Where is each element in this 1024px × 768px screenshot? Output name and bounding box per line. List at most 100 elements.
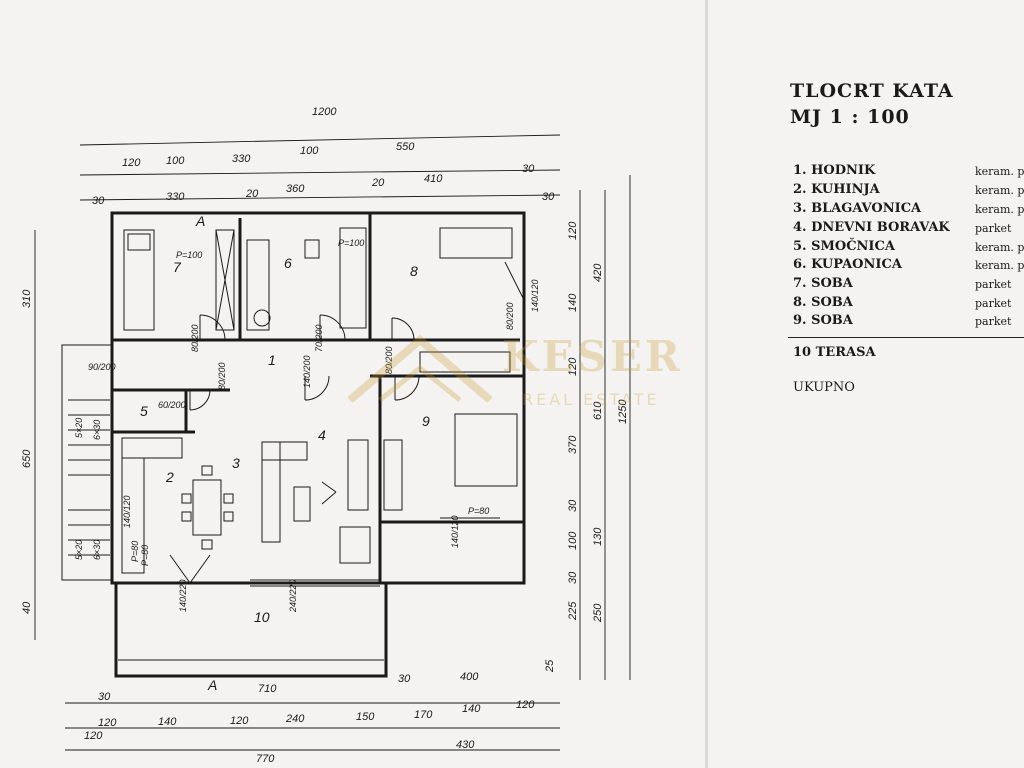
svg-text:P=80: P=80 (468, 506, 489, 516)
floor-plan-drawing: A A 1 2 3 4 5 6 7 8 9 10 1200 120 100 33… (21, 106, 631, 765)
room-finish: parket (975, 278, 1012, 291)
svg-text:P=100: P=100 (176, 250, 202, 260)
svg-text:30: 30 (567, 499, 579, 512)
svg-text:240/220: 240/220 (288, 579, 298, 613)
plan-title: TLOCRT KATA (790, 80, 954, 102)
svg-text:80/200: 80/200 (384, 346, 394, 374)
svg-text:710: 710 (258, 683, 277, 695)
svg-text:P=100: P=100 (338, 238, 364, 248)
legend-row: 3. BLAGAVONICA keram. p (793, 201, 1024, 219)
svg-text:100: 100 (567, 531, 579, 550)
room-finish: parket (975, 315, 1012, 328)
room-number-10: 10 (254, 609, 270, 625)
keser-real-estate-watermark: KESER REAL ESTATE (340, 330, 700, 430)
svg-text:330: 330 (232, 153, 251, 165)
svg-text:20: 20 (371, 177, 385, 189)
svg-text:1250: 1250 (617, 399, 629, 424)
svg-text:370: 370 (567, 435, 579, 454)
svg-text:140/220: 140/220 (178, 579, 188, 612)
room-label: 8. SOBA (793, 295, 853, 310)
room-number-1: 1 (268, 352, 276, 368)
svg-text:80/200: 80/200 (217, 362, 227, 390)
room-finish: keram. p (975, 241, 1024, 254)
room-label: 3. BLAGAVONICA (793, 201, 922, 216)
svg-text:30: 30 (398, 673, 411, 685)
room-number-7: 7 (173, 259, 182, 275)
svg-text:30: 30 (98, 691, 111, 703)
svg-text:120: 120 (567, 221, 579, 240)
svg-text:30: 30 (542, 191, 555, 203)
svg-text:70/200: 70/200 (314, 324, 324, 352)
svg-text:430: 430 (456, 739, 475, 751)
svg-text:30: 30 (92, 195, 105, 207)
svg-text:6×30: 6×30 (92, 420, 102, 440)
opening-annotations: P=100 P=100 90/200 60/200 80/200 80/200 … (74, 238, 540, 613)
room-label: 7. SOBA (793, 276, 853, 291)
svg-text:25: 25 (544, 659, 556, 673)
svg-text:550: 550 (396, 141, 415, 153)
legend-row: 7. SOBA parket (793, 276, 1011, 294)
scan-fold-line (705, 0, 708, 768)
svg-text:100: 100 (166, 155, 185, 167)
room-finish: keram. p (975, 165, 1024, 178)
room-label: 4. DNEVNI BORAVAK (793, 220, 950, 235)
legend-row: 1. HODNIK keram. p (793, 163, 1024, 181)
svg-text:420: 420 (592, 263, 604, 282)
svg-text:40: 40 (21, 601, 33, 614)
svg-text:120: 120 (567, 357, 579, 376)
section-mark-bottom: A (207, 677, 217, 693)
watermark-name: KESER (502, 332, 683, 381)
room-number-8: 8 (410, 263, 418, 279)
svg-text:610: 610 (592, 401, 604, 420)
svg-text:150: 150 (356, 711, 375, 723)
svg-text:410: 410 (424, 173, 443, 185)
stair-treads (68, 399, 110, 556)
svg-text:225: 225 (567, 601, 579, 621)
legend-row: 9. SOBA parket (793, 313, 1011, 331)
room-number-9: 9 (422, 413, 430, 429)
svg-text:60/200: 60/200 (158, 400, 186, 410)
house-logo-icon (347, 334, 493, 404)
room-number-3: 3 (232, 455, 240, 471)
right-dimensions: 120 140 120 370 30 100 30 225 25 420 610… (544, 221, 629, 673)
svg-text:140: 140 (158, 716, 177, 728)
svg-text:140/120: 140/120 (122, 495, 132, 528)
svg-text:240: 240 (285, 713, 305, 725)
svg-text:650: 650 (21, 449, 33, 468)
legend-divider (788, 337, 1024, 338)
svg-text:170: 170 (414, 709, 433, 721)
section-mark-top: A (195, 213, 205, 229)
svg-text:140/120: 140/120 (530, 279, 540, 312)
total-row: UKUPNO (793, 380, 855, 395)
room-finish: keram. p (975, 259, 1024, 272)
svg-text:140/200: 140/200 (302, 355, 312, 388)
svg-text:250: 250 (592, 603, 604, 623)
room-label: 2. KUHINJA (793, 182, 880, 197)
svg-text:90/200: 90/200 (88, 362, 116, 372)
top-dimensions: 1200 120 100 330 100 550 30 30 330 20 36… (92, 106, 555, 207)
room-label: 1. HODNIK (793, 163, 876, 178)
svg-text:5×20: 5×20 (74, 540, 84, 560)
plan-scale: MJ 1 : 100 (790, 106, 910, 128)
left-dimensions: 310 650 40 (21, 289, 33, 614)
svg-text:100: 100 (300, 145, 319, 157)
room-label: 5. SMOČNICA (793, 239, 895, 254)
door-swings (169, 261, 525, 584)
svg-text:20: 20 (245, 188, 259, 200)
svg-text:120: 120 (516, 699, 535, 711)
legend-row: 5. SMOČNICA keram. p (793, 239, 1024, 257)
svg-text:140/120: 140/120 (450, 515, 460, 548)
room-finish: parket (975, 222, 1012, 235)
terrace-row: 10 TERASA (793, 345, 876, 360)
room-finish: parket (975, 297, 1012, 310)
svg-text:360: 360 (286, 183, 305, 195)
svg-text:5×20: 5×20 (74, 418, 84, 438)
svg-text:6×30: 6×30 (92, 540, 102, 560)
bottom-dimensions: 30 710 30 400 120 140 120 240 150 170 14… (84, 671, 535, 765)
svg-text:120: 120 (122, 157, 141, 169)
room-number-4: 4 (318, 427, 326, 443)
room-label: 9. SOBA (793, 313, 853, 328)
dimension-lines (34, 134, 631, 751)
room-label: 6. KUPAONICA (793, 257, 902, 272)
room-number-2: 2 (165, 469, 174, 485)
